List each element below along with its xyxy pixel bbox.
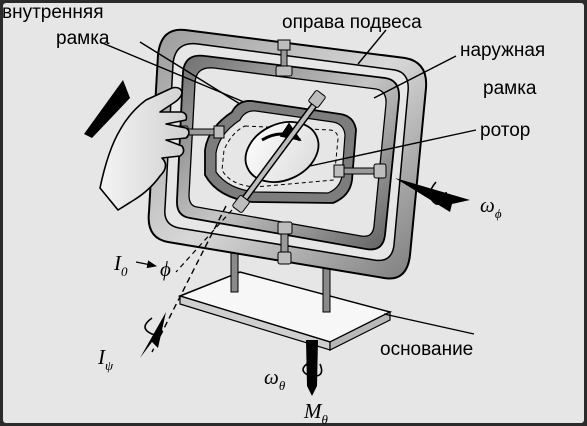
label-suspension-mount: оправа подвеса <box>282 12 422 33</box>
leader-suspension-mount <box>357 29 387 65</box>
right-pivot <box>333 163 387 179</box>
hand-illustration <box>99 86 190 211</box>
omega-phi-arrow <box>395 178 470 212</box>
rotor <box>232 90 326 213</box>
top-pivot <box>275 39 293 77</box>
label-rotor: ротор <box>480 120 530 141</box>
label-inner-frame-line1: внутренняя <box>2 2 104 23</box>
leader-base <box>383 313 475 335</box>
i-psi-arrow <box>140 312 166 358</box>
label-outer-frame-line2: рамка <box>483 78 537 99</box>
rotor-axle <box>232 90 326 213</box>
symbol-i-zero: I0 <box>113 251 128 279</box>
leader-rotor <box>309 129 477 167</box>
symbol-phi: ϕ <box>160 257 171 281</box>
leader-inner-frame <box>139 41 241 105</box>
label-outer-frame-line1: наружная <box>460 40 545 61</box>
symbol-i-psi: Iψ <box>97 345 114 373</box>
bottom-pivot <box>277 221 293 265</box>
m-theta-arrow <box>302 340 323 396</box>
leader-i-zero <box>135 260 157 269</box>
label-base: основание <box>380 339 473 360</box>
leader-lines <box>99 29 477 335</box>
symbol-m-theta: Mθ <box>303 399 329 426</box>
symbol-omega-theta: ωθ <box>264 365 286 393</box>
label-inner-frame-line2: рамка <box>56 28 110 49</box>
symbol-omega-phi: ωϕ <box>480 193 502 221</box>
hand-direction-arrow <box>84 80 130 138</box>
axis-dashed-lines <box>151 205 233 353</box>
leader-outer-frame <box>373 55 457 99</box>
